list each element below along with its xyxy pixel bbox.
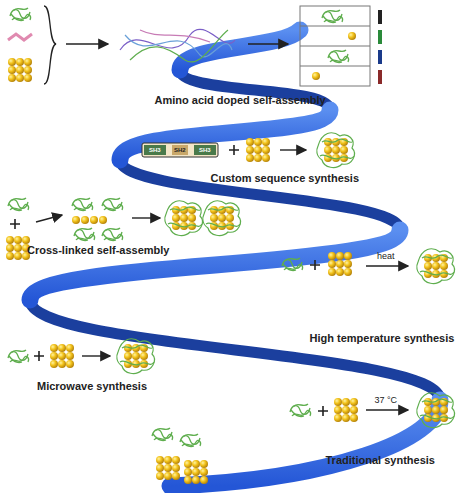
condition-label: heat	[377, 251, 395, 261]
domain-label: SH2	[174, 147, 186, 153]
traditional-row	[152, 393, 454, 484]
stage-label: Microwave synthesis	[37, 380, 147, 392]
amino-acid-row	[8, 6, 382, 86]
stage-label: Amino acid doped self-assembly	[155, 94, 326, 106]
stage-label: Traditional synthesis	[326, 454, 435, 466]
microwave-row	[8, 339, 154, 374]
condition-label: 37 °C	[375, 395, 398, 405]
helix-ribbon-front	[30, 30, 440, 486]
stage-label: High temperature synthesis	[310, 332, 455, 344]
domain-label: SH3	[149, 147, 161, 153]
cross-linked-row	[6, 198, 240, 260]
stage-label: Cross-linked self-assembly	[27, 244, 169, 256]
high-temperature-row	[282, 249, 454, 284]
helix-ribbon-back	[30, 70, 440, 400]
custom-sequence-row	[142, 133, 354, 168]
domain-label: SH3	[199, 147, 211, 153]
stage-label: Custom sequence synthesis	[211, 172, 360, 184]
